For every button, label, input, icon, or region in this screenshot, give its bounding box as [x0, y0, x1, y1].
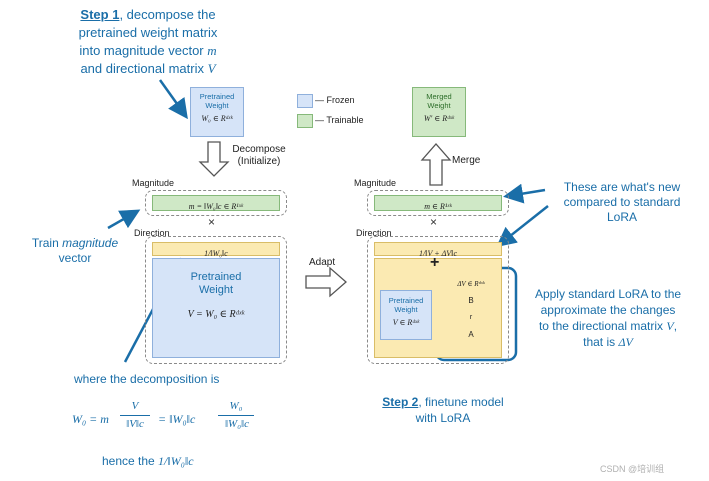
- adapt-arrow: [305, 266, 347, 298]
- apply-note-symbol-delta: ΔV: [618, 335, 633, 349]
- fraction1-denominator: ‖V‖c: [126, 418, 144, 430]
- legend-trainable-label: — Trainable: [315, 115, 364, 125]
- merge-arrow: [420, 143, 452, 186]
- right-pretrained-line1: Pretrained: [388, 296, 424, 305]
- fraction1-numerator: V: [131, 400, 139, 412]
- equation-middle: = ‖W₀‖c: [158, 412, 196, 426]
- merged-weight-line2: Weight: [427, 101, 451, 110]
- decomposition-note-line1: where the decomposition is: [74, 372, 220, 386]
- hence-formula: 1/‖W₀‖c: [158, 454, 194, 468]
- step2-lead: Step 2: [382, 395, 419, 409]
- decompose-label: Decompose (Initialize): [226, 144, 292, 168]
- apply-note-symbol-v: V: [666, 319, 674, 333]
- step1-line3: into magnitude vector: [79, 43, 208, 58]
- new-note-arrow-norm: [496, 205, 549, 248]
- pretrained-weight-line2: Weight: [205, 101, 229, 110]
- legend-trainable-swatch: [297, 114, 313, 128]
- fraction2-numerator: W₀: [229, 400, 243, 412]
- apply-note-line1: Apply standard LoRA to the: [534, 287, 682, 301]
- left-magnitude-label: Magnitude: [132, 178, 175, 188]
- left-pretrained-line2: Weight: [198, 284, 234, 296]
- apply-lora-note: Apply standard LoRA to the approximate t…: [514, 286, 702, 350]
- pretrained-weight-formula: W₀ ∈ Rᵈˣᵏ: [201, 114, 233, 123]
- apply-note-line4: that is: [583, 335, 619, 349]
- right-magnitude-formula: m ∈ R¹ˣᵏ: [424, 202, 452, 211]
- right-norm-formula: 1/‖V + ΔV‖c: [419, 249, 457, 258]
- left-pretrained-line1: Pretrained: [190, 271, 242, 283]
- apply-note-line3-end: ,: [673, 319, 678, 333]
- step1-arrow: [158, 79, 188, 120]
- step1-symbol-v: V: [207, 61, 216, 76]
- legend-frozen-label: — Frozen: [315, 95, 355, 105]
- fraction1-bar: [120, 415, 150, 416]
- delta-v-formula: ΔV ∈ Rᵈˣᵏ: [457, 280, 485, 288]
- right-magnitude-label: Magnitude: [354, 178, 397, 188]
- lora-b-label: B: [468, 296, 474, 305]
- apply-note-line2: approximate the changes: [540, 303, 676, 317]
- step1-line2: pretrained weight matrix: [78, 25, 218, 40]
- right-magnitude-frame: m ∈ R¹ˣᵏ: [367, 190, 509, 216]
- apply-note-line3: to the directional matrix: [538, 319, 667, 333]
- left-times-sign: ×: [208, 215, 216, 229]
- adapt-label: Adapt: [309, 257, 336, 268]
- left-norm-bar: 1/‖W₀‖c: [152, 242, 280, 258]
- merged-weight-box: Merged Weight W′ ∈ Rᵈˣᵏ: [412, 87, 466, 137]
- step1-line1: , decompose the: [119, 7, 216, 22]
- hence-note: hence the 1/‖W₀‖c: [102, 454, 194, 469]
- step1-symbol-m: m: [207, 43, 217, 58]
- train-magnitude-prefix: Train: [31, 236, 63, 250]
- left-magnitude-formula: m = ‖W₀‖c ∈ R¹ˣᵏ: [188, 202, 244, 211]
- new-note-arrow-magnitude: [503, 183, 546, 204]
- step2-annotation: Step 2, finetune model with LoRA: [368, 394, 518, 426]
- right-pretrained-weight-box: Pretrained Weight V ∈ Rᵈˣᵏ: [380, 290, 432, 340]
- new-note-line1: These are what's new: [563, 180, 681, 194]
- plus-sign: +: [430, 254, 440, 271]
- new-note-line3: LoRA: [606, 210, 638, 224]
- equation-lhs: W₀ = m: [72, 412, 109, 426]
- step1-annotation: Step 1, decompose the pretrained weight …: [50, 6, 246, 78]
- step2-line2: with LoRA: [415, 411, 471, 425]
- left-direction-label: Direction: [134, 228, 170, 238]
- train-magnitude-line2: vector: [58, 251, 92, 265]
- step1-line4: and directional matrix: [80, 61, 208, 76]
- pretrained-weight-line1: Pretrained: [199, 92, 235, 101]
- pretrained-weight-box: Pretrained Weight W₀ ∈ Rᵈˣᵏ: [190, 87, 244, 137]
- step1-lead: Step 1: [80, 7, 120, 22]
- lora-a-label: A: [468, 330, 474, 339]
- left-pretrained-weight-box: Pretrained Weight V = W₀ ∈ Rᵈˣᵏ: [152, 258, 280, 358]
- decompose-line2: (Initialize): [237, 156, 281, 167]
- merged-weight-line1: Merged: [426, 92, 452, 101]
- fraction2-denominator: ‖W₀‖c: [224, 418, 250, 430]
- decomposition-equation: W₀ = m V ‖V‖c = ‖W₀‖c W₀ ‖W₀‖c: [72, 398, 272, 438]
- right-pretrained-line2: Weight: [394, 305, 418, 314]
- fraction2-bar: [218, 415, 254, 416]
- merged-weight-formula: W′ ∈ Rᵈˣᵏ: [423, 114, 455, 123]
- left-norm-formula: 1/‖W₀‖c: [204, 249, 228, 258]
- new-vs-lora-note: These are what's new compared to standar…: [548, 180, 696, 225]
- train-magnitude-emphasis: magnitude: [62, 236, 119, 250]
- watermark: CSDN @培训组: [600, 464, 665, 474]
- legend-frozen-swatch: [297, 94, 313, 108]
- hence-prefix: hence the: [102, 454, 159, 468]
- right-pretrained-formula: V ∈ Rᵈˣᵏ: [392, 318, 420, 327]
- lora-rank-label: r: [469, 314, 473, 321]
- right-magnitude-vector: m ∈ R¹ˣᵏ: [374, 195, 502, 211]
- decompose-line1: Decompose: [232, 144, 286, 155]
- step2-line1: , finetune model: [418, 395, 504, 409]
- merge-label: Merge: [452, 155, 481, 166]
- left-magnitude-vector: m = ‖W₀‖c ∈ R¹ˣᵏ: [152, 195, 280, 211]
- right-direction-label: Direction: [356, 228, 392, 238]
- right-norm-bar: 1/‖V + ΔV‖c: [374, 242, 502, 258]
- left-direction-frame: 1/‖W₀‖c Pretrained Weight V = W₀ ∈ Rᵈˣᵏ: [145, 236, 287, 364]
- left-pretrained-formula: V = W₀ ∈ Rᵈˣᵏ: [187, 309, 245, 320]
- train-magnitude-note: Train magnitude vector: [20, 236, 130, 266]
- new-note-line2: compared to standard: [563, 195, 681, 209]
- left-magnitude-frame: m = ‖W₀‖c ∈ R¹ˣᵏ: [145, 190, 287, 216]
- decompose-arrow: [198, 141, 230, 177]
- right-times-sign: ×: [430, 215, 438, 229]
- train-magnitude-arrow: [107, 209, 141, 230]
